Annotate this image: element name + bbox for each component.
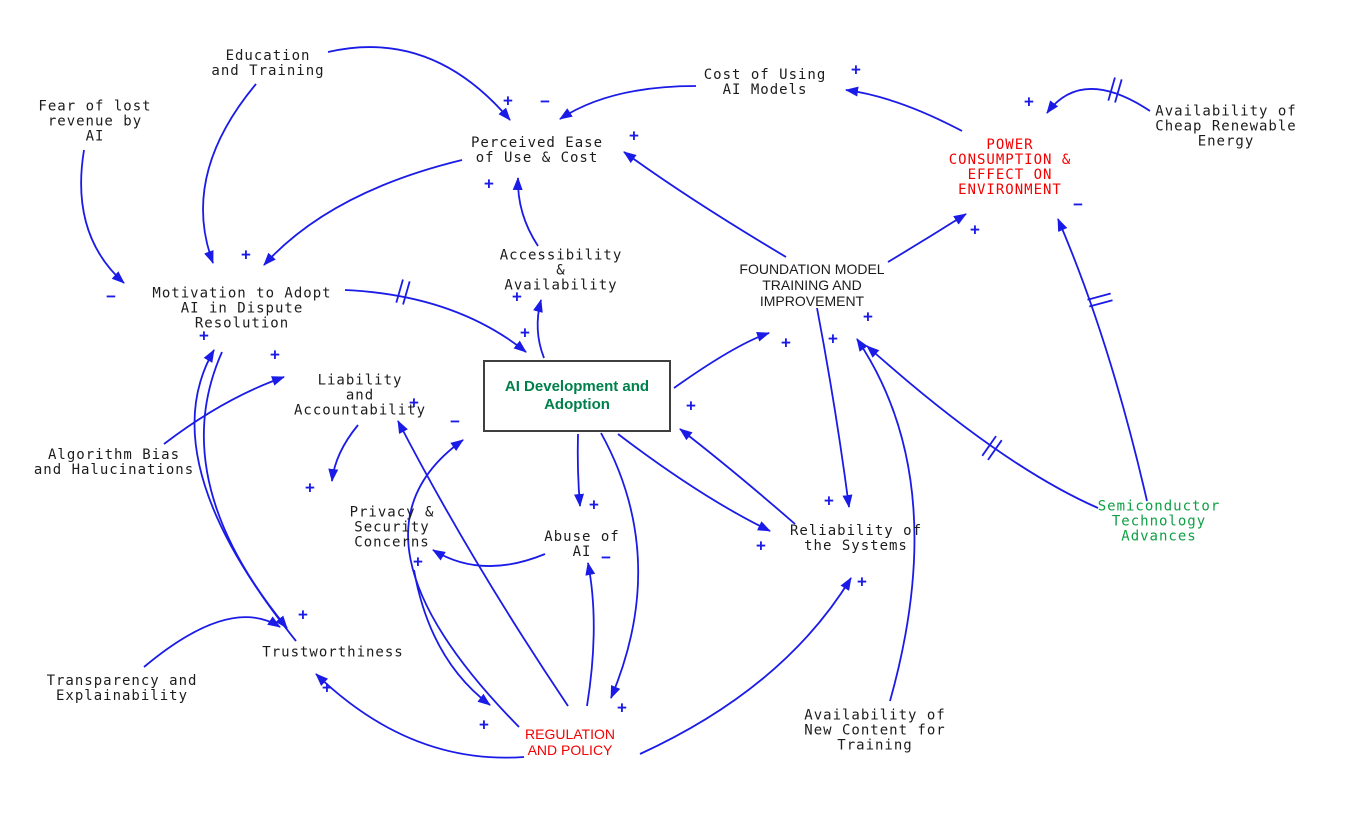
edge-education-motivation bbox=[202, 83, 257, 264]
edge-fear-motivation bbox=[80, 149, 125, 284]
polarity-sign-aidev-regulation: + bbox=[617, 698, 627, 717]
polarity-sign-accessibility-perceived: + bbox=[484, 174, 494, 193]
edge-regulation-liability bbox=[397, 420, 569, 707]
polarity-sign-abuse-privacy: + bbox=[413, 552, 423, 571]
node-liability[interactable]: Liability and Accountability bbox=[293, 372, 427, 419]
node-transparency[interactable]: Transparency and Explainability bbox=[46, 673, 198, 704]
node-semiconductor[interactable]: Semiconductor Technology Advances bbox=[1097, 498, 1221, 545]
node-perceived[interactable]: Perceived Ease of Use & Cost bbox=[470, 135, 604, 166]
delay-mark-semiconductor-power bbox=[1087, 292, 1113, 308]
node-cost[interactable]: Cost of Using AI Models bbox=[703, 67, 827, 98]
polarity-sign-bias-liability: + bbox=[270, 345, 280, 364]
edge-semiconductor-foundation bbox=[866, 345, 1099, 509]
edge-bias-liability bbox=[163, 376, 285, 445]
node-regulation[interactable]: REGULATION AND POLICY bbox=[525, 726, 615, 758]
edge-cost-perceived bbox=[559, 85, 697, 120]
polarity-sign-perceived-motivation: + bbox=[241, 245, 251, 264]
node-trust[interactable]: Trustworthiness bbox=[262, 644, 404, 661]
polarity-sign-regulation-abuse: − bbox=[601, 548, 611, 567]
edge-power-cost bbox=[845, 86, 963, 132]
polarity-sign-education-perceived: + bbox=[503, 91, 513, 110]
edge-reliability-aidev bbox=[679, 428, 796, 525]
edge-foundation-power bbox=[887, 213, 967, 263]
delay-mark-renewable-power bbox=[1107, 77, 1123, 103]
delay-mark-semiconductor-foundation bbox=[981, 435, 1003, 461]
node-abuse[interactable]: Abuse of AI bbox=[544, 529, 620, 560]
polarity-sign-trust-motivation: + bbox=[199, 326, 209, 345]
polarity-sign-aidev-abuse: + bbox=[589, 495, 599, 514]
polarity-sign-liability-privacy: + bbox=[305, 478, 315, 497]
node-reliability[interactable]: Reliability of the Systems bbox=[789, 523, 923, 554]
polarity-sign-newcontent-foundation: + bbox=[863, 307, 873, 326]
node-foundation[interactable]: FOUNDATION MODEL TRAINING AND IMPROVEMEN… bbox=[739, 261, 885, 309]
edge-aidev-abuse bbox=[574, 433, 584, 507]
edge-foundation-perceived bbox=[623, 151, 787, 258]
polarity-sign-semiconductor-foundation: + bbox=[828, 329, 838, 348]
edge-renewable-power bbox=[1046, 88, 1151, 114]
edge-foundation-reliability bbox=[816, 307, 853, 508]
node-fear[interactable]: Fear of lost revenue by AI bbox=[38, 98, 152, 145]
node-newcontent[interactable]: Availability of New Content for Training bbox=[804, 707, 946, 754]
edge-perceived-motivation bbox=[263, 159, 463, 266]
edge-abuse-privacy bbox=[432, 549, 546, 567]
polarity-sign-semiconductor-power: − bbox=[1073, 195, 1083, 214]
delay-mark-motivation-aidev bbox=[395, 279, 411, 305]
edge-regulation-aidev bbox=[407, 439, 520, 728]
edge-education-perceived bbox=[327, 46, 511, 121]
edge-transparency-trust bbox=[143, 616, 281, 668]
node-accessibility[interactable]: Accessibility & Availability bbox=[499, 247, 623, 294]
polarity-sign-regulation-trust: + bbox=[322, 678, 332, 697]
node-power[interactable]: POWER CONSUMPTION & EFFECT ON ENVIRONMEN… bbox=[948, 137, 1072, 198]
node-renewable[interactable]: Availability of Cheap Renewable Energy bbox=[1155, 103, 1297, 150]
polarity-sign-motivation-aidev: + bbox=[520, 323, 530, 342]
edge-aidev-accessibility bbox=[533, 299, 545, 359]
node-aidev[interactable]: AI Development and Adoption bbox=[483, 360, 671, 432]
polarity-sign-renewable-power: + bbox=[1024, 92, 1034, 111]
node-bias[interactable]: Algorithm Bias and Halucinations bbox=[33, 447, 195, 478]
node-privacy[interactable]: Privacy & Security Concerns bbox=[349, 504, 435, 551]
polarity-sign-aidev-accessibility: + bbox=[512, 287, 522, 306]
polarity-sign-regulation-aidev: − bbox=[450, 412, 460, 431]
polarity-sign-foundation-power: + bbox=[970, 220, 980, 239]
edge-privacy-regulation bbox=[413, 569, 491, 706]
node-education[interactable]: Education and Training bbox=[211, 48, 325, 79]
polarity-sign-foundation-reliability: + bbox=[824, 491, 834, 510]
polarity-sign-regulation-reliability: + bbox=[857, 572, 867, 591]
polarity-sign-cost-perceived: − bbox=[540, 92, 550, 111]
edge-regulation-trust bbox=[315, 673, 525, 759]
edge-liability-privacy bbox=[328, 424, 359, 482]
edge-aidev-foundation bbox=[673, 332, 770, 389]
polarity-sign-regulation-liability: + bbox=[409, 393, 419, 412]
edge-semiconductor-power bbox=[1057, 218, 1148, 502]
polarity-sign-aidev-reliability: + bbox=[756, 536, 766, 555]
edge-regulation-reliability bbox=[639, 577, 852, 755]
edge-regulation-abuse bbox=[585, 562, 596, 707]
polarity-sign-privacy-regulation: + bbox=[479, 715, 489, 734]
node-motivation[interactable]: Motivation to Adopt AI in Dispute Resolu… bbox=[152, 285, 332, 332]
polarity-sign-foundation-perceived: + bbox=[629, 126, 639, 145]
edge-motivation-trust bbox=[202, 351, 288, 629]
polarity-sign-aidev-foundation: + bbox=[781, 333, 791, 352]
polarity-sign-transparency-trust: + bbox=[298, 605, 308, 624]
edge-motivation-aidev bbox=[344, 289, 527, 353]
edge-newcontent-foundation bbox=[856, 338, 916, 702]
edge-aidev-regulation bbox=[600, 432, 640, 699]
polarity-sign-reliability-aidev: + bbox=[686, 396, 696, 415]
polarity-sign-fear-motivation: − bbox=[106, 287, 116, 306]
edge-accessibility-perceived bbox=[512, 177, 539, 247]
polarity-sign-power-cost: + bbox=[851, 60, 861, 79]
edge-aidev-reliability bbox=[617, 433, 771, 532]
